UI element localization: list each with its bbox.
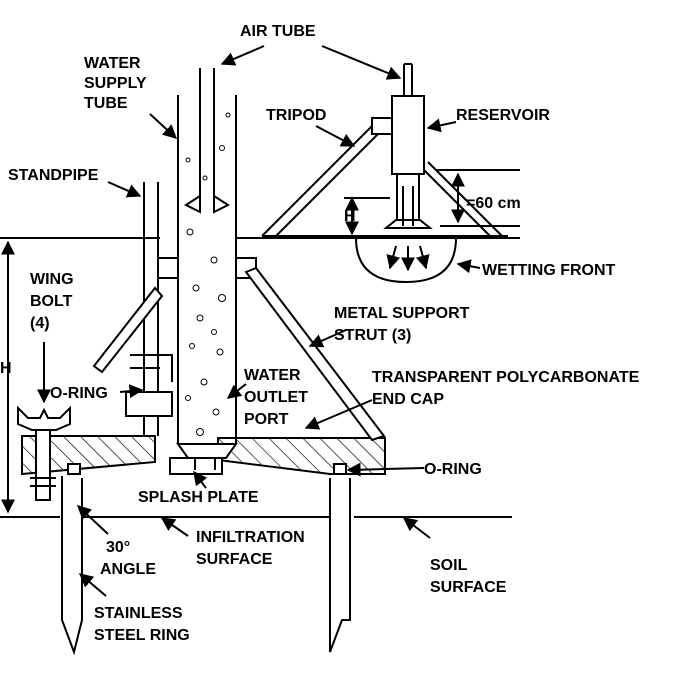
wing-bolt xyxy=(17,405,71,501)
water-supply-tube-label-2: SUPPLY xyxy=(84,75,147,92)
water-outlet-port-label-1: WATER xyxy=(244,367,301,384)
small-h-label: H xyxy=(344,208,356,225)
stainless-steel-ring-label-2: STEEL RING xyxy=(94,627,190,644)
soil-surface-label-1: SOIL xyxy=(430,557,468,574)
water-supply-tube-label-3: TUBE xyxy=(84,95,128,112)
water-supply-tube xyxy=(177,95,237,445)
metal-support-strut-label-1: METAL SUPPORT xyxy=(334,305,470,322)
metal-support-strut-label-2: STRUT (3) xyxy=(334,327,411,344)
wetting-front xyxy=(355,237,457,284)
wetting-front-label: WETTING FRONT xyxy=(482,262,616,279)
bracket xyxy=(125,354,173,417)
water-outlet-port-label-3: PORT xyxy=(244,411,289,428)
water-supply-tube-label-1: WATER xyxy=(84,55,141,72)
tripod-label: TRIPOD xyxy=(266,107,326,124)
water-outlet-port-label-2: OUTLET xyxy=(244,389,308,406)
wing-bolt-label-3: (4) xyxy=(30,315,50,332)
o-ring-right-label: O-RING xyxy=(424,461,482,478)
transparent-end-cap-label-2: END CAP xyxy=(372,391,444,408)
infiltration-surface-label-2: SURFACE xyxy=(196,551,273,568)
stainless-steel-ring xyxy=(61,476,351,656)
stainless-steel-ring-label-1: STAINLESS xyxy=(94,605,183,622)
tripod xyxy=(261,124,508,239)
o-ring-left xyxy=(67,463,81,475)
metal-support-strut xyxy=(92,266,386,442)
transparent-end-cap-label-1: TRANSPARENT POLYCARBONATE xyxy=(372,369,640,386)
large-h-label: H xyxy=(0,360,12,377)
water-outlet-port xyxy=(176,443,238,470)
o-ring-right xyxy=(333,463,347,475)
standpipe-label: STANDPIPE xyxy=(8,167,99,184)
splash-plate-label: SPLASH PLATE xyxy=(138,489,259,506)
angle-label-1: 30° xyxy=(106,539,130,556)
angle-label-2: ANGLE xyxy=(100,561,156,578)
leader-arrows xyxy=(37,45,481,597)
reservoir-label: RESERVOIR xyxy=(456,107,550,124)
sixty-cm-label: =60 cm xyxy=(466,195,521,212)
collar-left xyxy=(157,257,179,279)
reservoir xyxy=(371,63,433,229)
air-tube-inner xyxy=(183,68,231,214)
soil-surface-label-2: SURFACE xyxy=(430,579,507,596)
air-tube-label: AIR TUBE xyxy=(240,23,316,40)
wing-bolt-label-1: WING xyxy=(30,271,74,288)
wing-bolt-label-2: BOLT xyxy=(30,293,73,310)
infiltration-surface-label-1: INFILTRATION xyxy=(196,529,305,546)
o-ring-left-label: O-RING xyxy=(50,385,108,402)
